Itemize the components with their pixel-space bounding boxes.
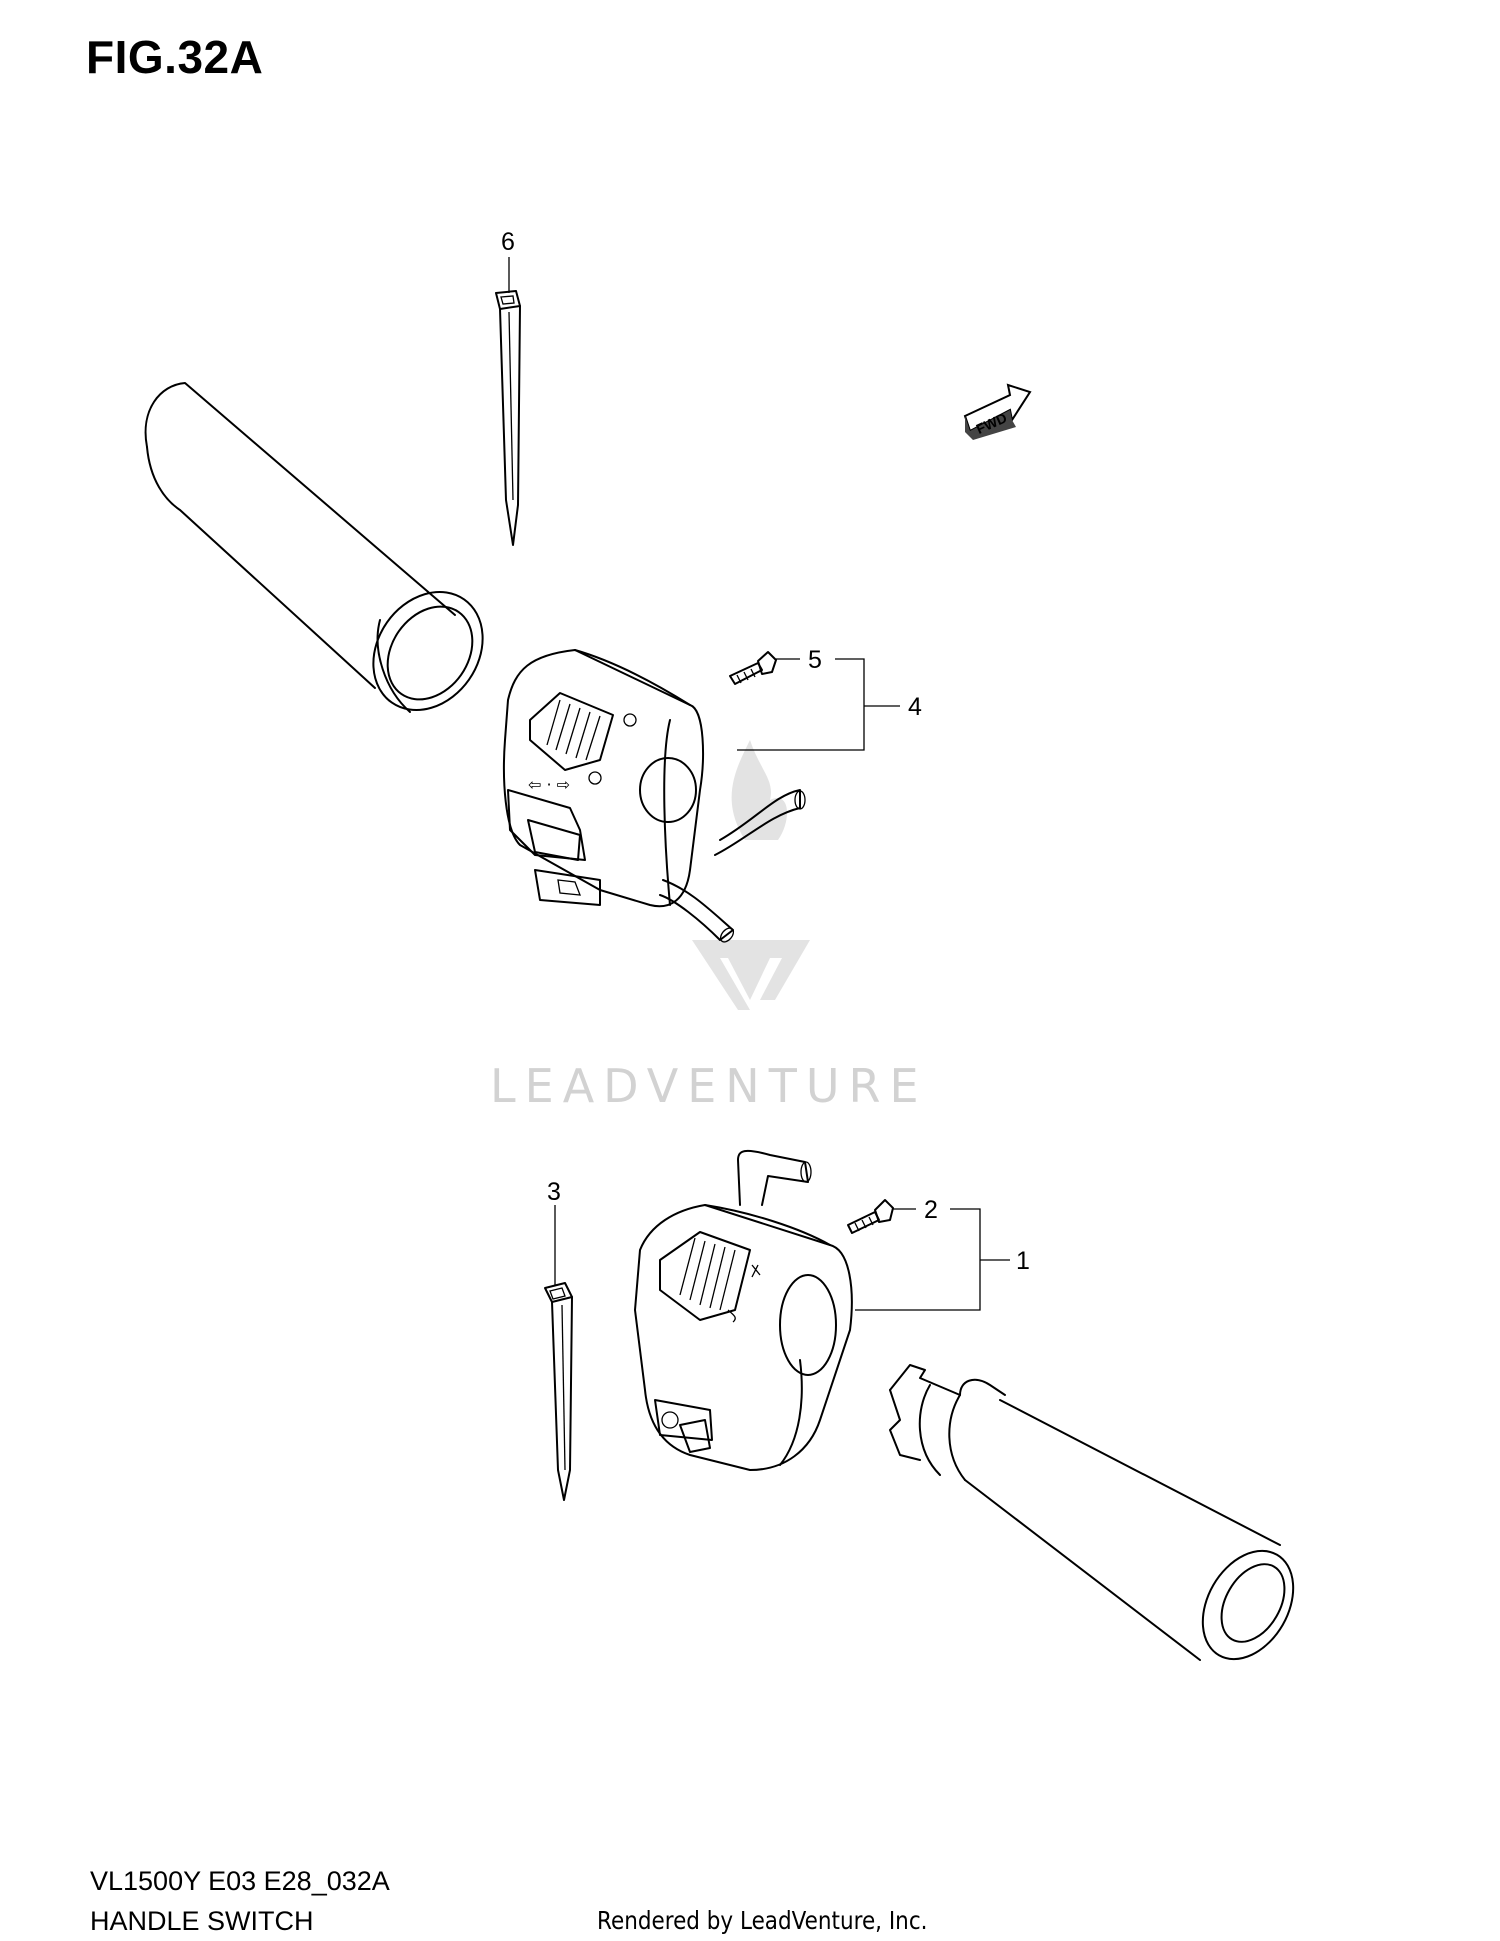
- fwd-arrow-icon: FWD: [963, 383, 1032, 440]
- callout-1: 1: [1016, 1247, 1030, 1275]
- watermark-logo: [692, 740, 810, 1010]
- callout-5: 5: [808, 646, 822, 674]
- render-credit: Rendered by LeadVenture, Inc.: [597, 1906, 928, 1935]
- watermark-text: LEADVENTURE: [490, 1059, 928, 1113]
- model-code: VL1500Y E03 E28_032A: [90, 1866, 390, 1896]
- leadventure-watermark: LEADVENTURE: [490, 740, 928, 1113]
- section-name: HANDLE SWITCH: [90, 1906, 314, 1936]
- screw-part-2: [847, 1199, 894, 1234]
- left-switch-housing-part-4: ⇦ · ⇨: [502, 649, 806, 943]
- leader-lines: [508, 257, 1010, 1311]
- left-hand-grip: [144, 382, 484, 713]
- callout-2: 2: [924, 1196, 938, 1224]
- cable-tie-part-3: [544, 1282, 573, 1501]
- callout-3: 3: [547, 1178, 561, 1206]
- svg-text:⇦ · ⇨: ⇦ · ⇨: [528, 775, 570, 794]
- cable-tie-part-6: [495, 290, 521, 546]
- right-throttle-grip: [889, 1364, 1295, 1661]
- right-switch-housing-part-1: [634, 1149, 853, 1471]
- figure-title: FIG.32A: [86, 31, 264, 83]
- screw-part-5: [729, 651, 777, 685]
- callout-6: 6: [501, 228, 515, 256]
- callout-4: 4: [908, 693, 922, 721]
